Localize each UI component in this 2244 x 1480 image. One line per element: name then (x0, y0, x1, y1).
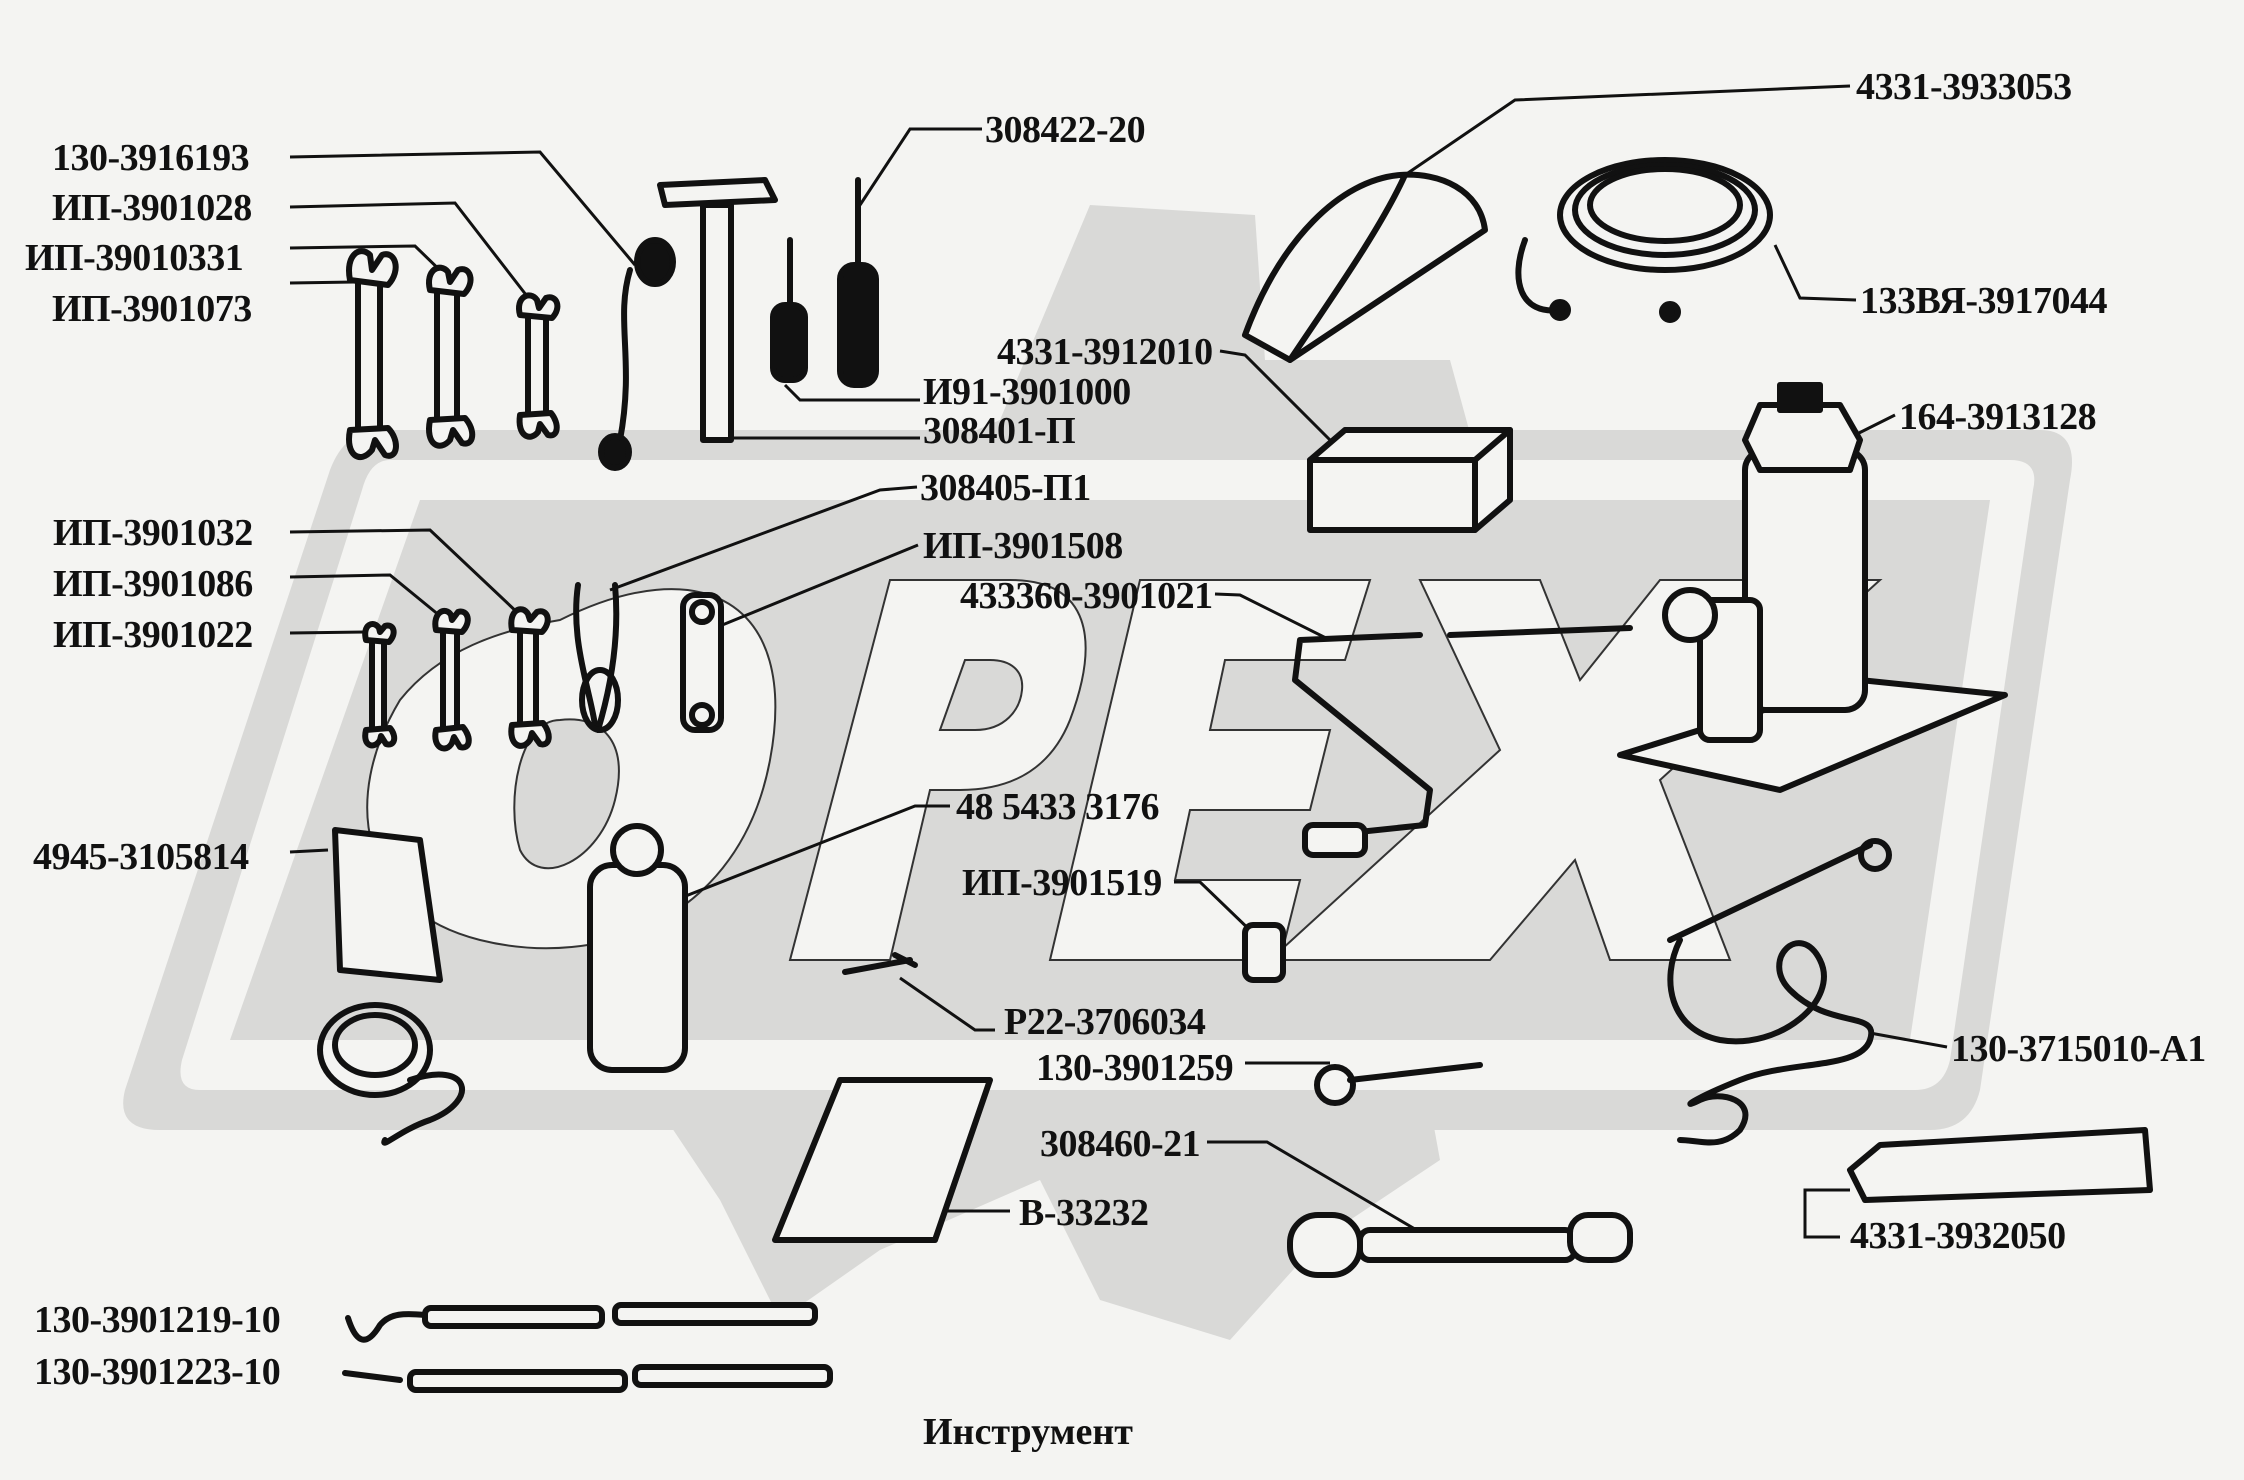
label-i91-3901000: И91-3901000 (923, 371, 1131, 413)
leader-lines (289, 84, 1948, 1239)
leader-ip-3901519 (1174, 880, 1257, 937)
pliers-308405-p1 (573, 582, 621, 733)
watermark-letter-p (788, 579, 1087, 961)
label-130-3901259: 130-3901259 (1036, 1047, 1234, 1089)
leader-130-3916193 (289, 150, 637, 266)
leader-130-3715010 (1869, 1031, 1948, 1049)
manual-v-33232 (772, 1077, 993, 1243)
label-4331-3912010: 4331-3912010 (997, 331, 1213, 373)
label-130-3901223-10: 130-3901223-10 (34, 1351, 281, 1393)
wrench-ip-3901086 (432, 608, 472, 752)
nut-ip-3901519 (1242, 922, 1286, 983)
leader-4331-3912010 (1219, 349, 1347, 457)
label-v-33232: В-33232 (1019, 1192, 1149, 1234)
wrench-ip-3901028 (516, 292, 561, 440)
oil-can-48-5433-3176 (587, 823, 688, 1073)
socket-ip-3901508 (680, 592, 724, 733)
leader-308405-p1 (609, 485, 918, 592)
label-48-5433-3176: 48 5433 3176 (956, 786, 1160, 828)
leader-4331-3933053 (1404, 84, 1851, 177)
leader-4331-3932050 (1803, 1188, 1850, 1239)
wrench-ip-3901022 (362, 621, 398, 749)
hose-130-3715010-a1 (1667, 838, 1892, 1146)
label-130-3901219-10: 130-3901219-10 (34, 1299, 281, 1341)
label-ip-39010331: ИП-39010331 (25, 237, 244, 279)
leader-308422-20 (858, 127, 982, 206)
label-ip-3901022: ИП-3901022 (53, 614, 253, 656)
label-ip-3901086: ИП-3901086 (53, 563, 253, 605)
wheel-brace-308460-21 (1287, 1212, 1633, 1278)
valve-key-r22-3706034 (842, 952, 918, 975)
crank-433360-3901021 (1292, 625, 1633, 858)
hammer-308401-p (657, 177, 778, 443)
label-ip-3901073: ИП-3901073 (52, 288, 252, 330)
leader-4945 (289, 848, 329, 854)
leader-ip-3901022 (289, 630, 366, 635)
leader-164 (1854, 413, 1896, 437)
label-308460-21: 308460-21 (1040, 1123, 1201, 1165)
label-308422-20: 308422-20 (985, 109, 1146, 151)
label-ip-3901028: ИП-3901028 (52, 187, 252, 229)
leader-ip-3901073 (289, 280, 356, 285)
leader-ip-3901028 (289, 201, 532, 301)
label-133vya-3917044: 133ВЯ-3917044 (1860, 280, 2108, 322)
kit-box-4331-3912010 (1307, 427, 1513, 533)
wrench-ip-39010331 (426, 264, 476, 449)
tyre-lever-130-3901219-10 (345, 1302, 818, 1343)
label-433360-3901021: 433360-3901021 (960, 575, 1213, 617)
leader-433360 (1214, 592, 1331, 642)
jack-164-3913128 (1617, 382, 2008, 793)
leader-133vya (1773, 244, 1857, 302)
label-308405-p1: 308405-П1 (920, 467, 1091, 509)
wrench-ip-3901032 (508, 606, 552, 749)
diagram-caption: Инструмент (923, 1411, 1133, 1453)
label-ip-3901032: ИП-3901032 (53, 512, 253, 554)
tools (317, 157, 2153, 1393)
label-4945-3105814: 4945-3105814 (33, 836, 249, 878)
watermark-letter-o (366, 588, 777, 950)
hose-coil-133vya-3917044 (1515, 157, 1773, 323)
leader-r22 (899, 976, 995, 1032)
label-4331-3933053: 4331-3933053 (1856, 66, 2072, 108)
leader-i91 (783, 383, 920, 402)
label-ip-3901508: ИП-3901508 (923, 525, 1123, 567)
screwdriver-i91-3901000 (770, 237, 808, 383)
label-164-3913128: 164-3913128 (1899, 396, 2097, 438)
leader-48-5433 (649, 804, 950, 912)
label-308401-p: 308401-П (923, 410, 1076, 452)
label-130-3916193: 130-3916193 (52, 137, 250, 179)
label-4331-3932050: 4331-3932050 (1850, 1215, 2066, 1257)
leader-308460 (1207, 1140, 1421, 1234)
label-130-3715010-a1: 130-3715010-А1 (1951, 1028, 2206, 1070)
leader-ip-3901508 (709, 543, 919, 632)
label-ip-3901519: ИП-3901519 (962, 862, 1162, 904)
leader-ip-3901032 (289, 528, 522, 617)
pump-4945-3105814 (317, 827, 465, 1146)
wrench-ip-3901073 (346, 248, 399, 460)
cover-4331-3933053 (1242, 171, 1488, 363)
screwdriver-308422-20 (837, 177, 879, 388)
leader-ip-3901086 (289, 573, 446, 622)
label-r22-3706034: Р22-3706034 (1004, 1001, 1206, 1043)
tool-bag-4331-3932050 (1847, 1127, 2153, 1203)
ring-wrench-130-3916193 (598, 237, 676, 471)
gauge-130-3901259 (1314, 1062, 1483, 1106)
tyre-lever-130-3901223-10 (342, 1364, 833, 1393)
